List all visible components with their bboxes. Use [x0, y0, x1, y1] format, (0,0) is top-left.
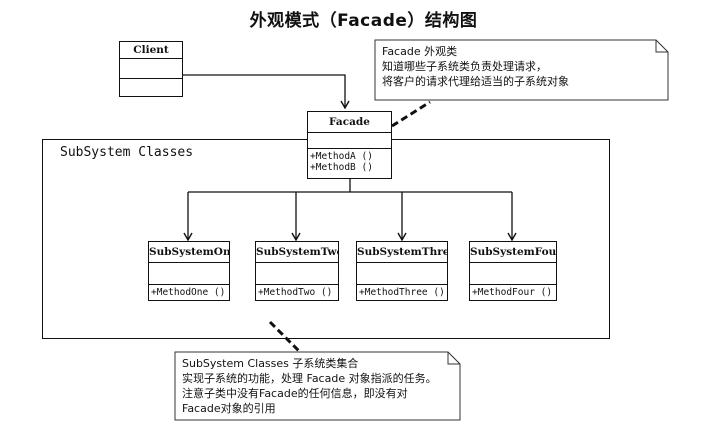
subsystem-two-name: SubSystemTwo [256, 242, 338, 263]
subsystem-two-class[interactable]: SubSystemTwo +MethodTwo () [255, 241, 339, 301]
subsystem-four-class[interactable]: SubSystemFour +MethodFour () [469, 241, 557, 301]
subsystem-one-class[interactable]: SubSystemOne +MethodOne () [148, 241, 230, 301]
facade-note: Facade 外观类 知道哪些子系统类负责处理请求， 将客户的请求代理给适当的子… [376, 41, 666, 99]
facade-method-a: +MethodA () [310, 151, 373, 162]
subsystem-four-attributes [470, 263, 556, 285]
facade-note-line-2: 将客户的请求代理给适当的子系统对象 [382, 75, 569, 88]
facade-attributes [308, 133, 391, 149]
client-class[interactable]: Client [119, 41, 183, 97]
subsystem-four-name: SubSystemFour [470, 242, 556, 263]
subsystem-package-label: SubSystem Classes [60, 145, 194, 160]
facade-method-b: +MethodB () [310, 162, 373, 173]
client-attributes [120, 59, 182, 79]
subsystem-note-line-3: Facade对象的引用 [182, 402, 276, 415]
facade-note-shape [374, 39, 669, 101]
facade-class[interactable]: Facade +MethodA () +MethodB () [307, 111, 392, 179]
subsystem-two-attributes [256, 263, 338, 285]
subsystem-three-attributes [357, 263, 447, 285]
subsystem-note-title: SubSystem Classes 子系统类集合 [182, 357, 359, 370]
subsystem-one-attributes [149, 263, 229, 285]
subsystem-one-operations: +MethodOne () [151, 287, 226, 298]
subsystem-one-name: SubSystemOne [149, 242, 229, 263]
client-class-name: Client [120, 42, 182, 59]
facade-class-name: Facade [308, 112, 391, 133]
subsystem-note-anchor [268, 320, 302, 354]
facade-note-line-1: 知道哪些子系统类负责处理请求， [382, 60, 547, 73]
subsystem-note-line-2: 注意子类中没有Facade的任何信息，即没有对 [182, 387, 408, 400]
subsystem-four-operations: +MethodFour () [472, 287, 553, 298]
subsystem-note: SubSystem Classes 子系统类集合 实现子系统的功能，处理 Fac… [176, 353, 458, 419]
subsystem-three-operations: +MethodThree () [359, 287, 445, 298]
client-operations [120, 79, 182, 96]
subsystem-three-class[interactable]: SubSystemThree +MethodThree () [356, 241, 448, 301]
subsystem-note-line-1: 实现子系统的功能，处理 Facade 对象指派的任务。 [182, 372, 437, 385]
subsystem-note-shape [174, 351, 461, 421]
diagram-title: 外观模式（Facade）结构图 [249, 11, 478, 31]
facade-operations: +MethodA () +MethodB () [308, 149, 391, 179]
subsystem-two-operations: +MethodTwo () [258, 287, 333, 298]
subsystem-three-name: SubSystemThree [357, 242, 447, 263]
facade-note-title: Facade 外观类 [382, 45, 458, 58]
client-to-facade-arrow [182, 74, 350, 110]
facade-note-anchor [391, 100, 431, 128]
